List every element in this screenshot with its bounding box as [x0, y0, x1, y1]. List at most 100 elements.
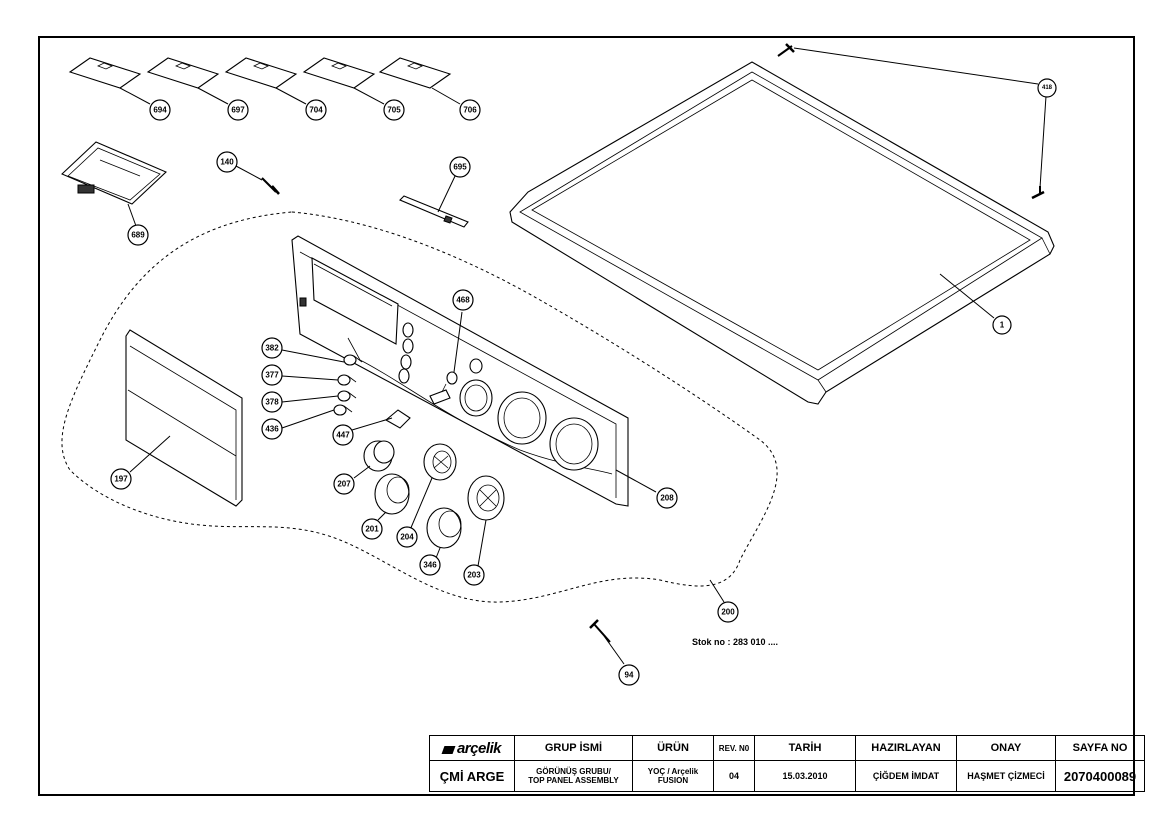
- prepared-by-value: ÇİĞDEM İMDAT: [855, 760, 957, 792]
- title-block: arçelik GRUP İSMİ ÜRÜN REV. N0 TARİH HAZ…: [429, 735, 1145, 792]
- callout-200: 200: [717, 601, 739, 623]
- callout-706: 706: [459, 99, 481, 121]
- callout-447: 447: [332, 424, 354, 446]
- callout-377: 377: [261, 364, 283, 386]
- callout-436: 436: [261, 418, 283, 440]
- stock-number-note: Stok no : 283 010 ....: [692, 637, 778, 647]
- svg-text:200: 200: [721, 608, 735, 617]
- group-name-line1: GÖRÜNÜŞ GRUBU/: [536, 767, 611, 776]
- callout-418: 418: [1037, 78, 1057, 98]
- drawer-front-197: [125, 329, 243, 507]
- svg-text:436: 436: [265, 425, 279, 434]
- callout-697: 697: [227, 99, 249, 121]
- brand-logo: arçelik: [429, 735, 515, 761]
- cover-plate-705: [302, 57, 376, 89]
- cover-plate-706: [378, 57, 452, 89]
- callout-204: 204: [396, 526, 418, 548]
- drawing-frame: [38, 36, 1135, 796]
- svg-text:378: 378: [265, 398, 279, 407]
- callout-695: 695: [449, 156, 471, 178]
- product-line1: YOÇ / Arçelik: [647, 767, 699, 776]
- knob-346: [426, 507, 462, 549]
- callout-208: 208: [656, 487, 678, 509]
- button-447: [385, 409, 411, 429]
- header-date: TARİH: [754, 735, 856, 761]
- svg-text:704: 704: [309, 106, 323, 115]
- svg-text:346: 346: [423, 561, 437, 570]
- cover-plate-697: [146, 57, 220, 89]
- header-product: ÜRÜN: [632, 735, 714, 761]
- top-panel-1: [509, 61, 1055, 405]
- strip-695: [399, 195, 469, 228]
- callout-705: 705: [383, 99, 405, 121]
- header-page-no: SAYFA NO: [1055, 735, 1145, 761]
- callout-94: 94: [618, 664, 640, 686]
- callout-197: 197: [110, 468, 132, 490]
- screw-418-right: [1031, 186, 1045, 200]
- callout-1: 1: [992, 315, 1012, 335]
- button-436: [333, 404, 353, 416]
- control-panel-208: [291, 235, 629, 507]
- approval-value: HAŞMET ÇİZMECİ: [956, 760, 1056, 792]
- button-382: [343, 354, 363, 366]
- department: ÇMİ ARGE: [429, 760, 515, 792]
- callout-468: 468: [452, 289, 474, 311]
- screw-140: [261, 177, 280, 195]
- callout-704: 704: [305, 99, 327, 121]
- knob-204: [423, 443, 457, 481]
- cover-plate-704: [224, 57, 298, 89]
- callout-207: 207: [333, 473, 355, 495]
- svg-text:208: 208: [660, 494, 674, 503]
- svg-text:695: 695: [453, 163, 467, 172]
- header-approval: ONAY: [956, 735, 1056, 761]
- svg-text:201: 201: [365, 525, 379, 534]
- callout-689: 689: [127, 224, 149, 246]
- group-name-line2: TOP PANEL ASSEMBLY: [528, 776, 619, 785]
- callout-694: 694: [149, 99, 171, 121]
- svg-text:140: 140: [220, 158, 234, 167]
- callout-201: 201: [361, 518, 383, 540]
- group-name-value: GÖRÜNÜŞ GRUBU/ TOP PANEL ASSEMBLY: [514, 760, 633, 792]
- callout-382: 382: [261, 337, 283, 359]
- header-prepared-by: HAZIRLAYAN: [855, 735, 957, 761]
- product-line2: FUSION: [657, 776, 689, 785]
- page-no-value: 2070400089: [1055, 760, 1145, 792]
- callout-378: 378: [261, 391, 283, 413]
- svg-text:447: 447: [336, 431, 350, 440]
- svg-text:377: 377: [265, 371, 279, 380]
- svg-text:207: 207: [337, 480, 351, 489]
- header-rev-no: REV. N0: [713, 735, 755, 761]
- leader-lines: [119, 47, 1047, 665]
- svg-text:382: 382: [265, 344, 279, 353]
- knob-203: [467, 475, 505, 521]
- svg-text:694: 694: [153, 106, 167, 115]
- svg-text:706: 706: [463, 106, 477, 115]
- date-value: 15.03.2010: [754, 760, 856, 792]
- screw-418-top: [777, 43, 795, 57]
- svg-text:204: 204: [400, 533, 414, 542]
- button-378: [337, 390, 357, 402]
- svg-text:705: 705: [387, 106, 401, 115]
- cover-plate-694: [68, 57, 142, 89]
- cover-plate-689: [61, 141, 167, 205]
- svg-text:203: 203: [467, 571, 481, 580]
- svg-text:1: 1: [1000, 321, 1005, 330]
- screw-94: [589, 619, 611, 643]
- svg-text:94: 94: [625, 671, 634, 680]
- callout-203: 203: [463, 564, 485, 586]
- svg-text:468: 468: [456, 296, 470, 305]
- pin-468: [441, 371, 458, 393]
- product-value: YOÇ / Arçelik FUSION: [632, 760, 714, 792]
- assembly-boundary-200: [61, 211, 778, 603]
- svg-text:697: 697: [231, 106, 245, 115]
- svg-text:197: 197: [114, 475, 128, 484]
- button-377: [337, 374, 357, 386]
- svg-text:689: 689: [131, 231, 145, 240]
- svg-text:418: 418: [1042, 85, 1053, 91]
- rev-no-value: 04: [713, 760, 755, 792]
- knob-201: [374, 473, 410, 515]
- header-group-name: GRUP İSMİ: [514, 735, 633, 761]
- knob-207: [363, 440, 395, 472]
- callout-140: 140: [216, 151, 238, 173]
